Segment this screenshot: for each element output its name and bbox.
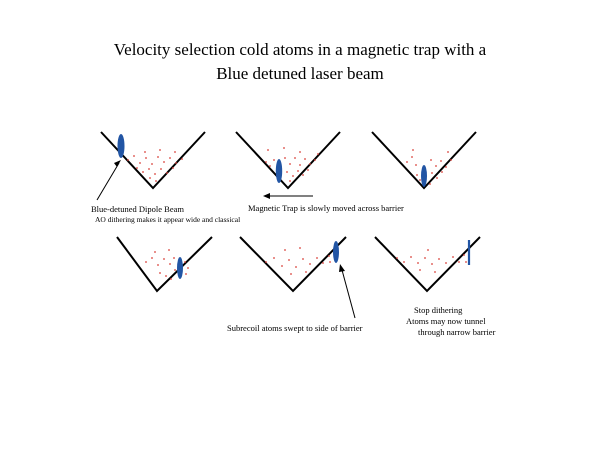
trap-potential [371, 131, 477, 190]
page-title: Velocity selection cold atoms in a magne… [0, 38, 600, 86]
panel-2 [235, 131, 341, 199]
atom-cloud [145, 249, 189, 280]
tunnel-label-line-2: through narrow barrier [418, 327, 496, 337]
subrecoil-arrowhead [339, 264, 345, 272]
atom-cloud [265, 247, 331, 275]
panel-4 [116, 236, 213, 293]
trap-potential [239, 236, 347, 293]
panel-5 [239, 236, 356, 319]
dipole-beam [117, 134, 125, 158]
trap-potential [100, 131, 206, 190]
subrecoil-arrow [341, 269, 356, 319]
stop-dithering-label: Stop dithering [414, 305, 463, 315]
atom-cloud [265, 147, 319, 182]
trap-motion-arrowhead [263, 193, 270, 199]
beam-arrowhead [114, 160, 121, 167]
atom-cloud [396, 249, 467, 273]
title-line-2: Blue detuned laser beam [216, 64, 384, 83]
title-line-1: Velocity selection cold atoms in a magne… [113, 40, 487, 59]
panel-6 [374, 236, 481, 293]
dipole-beam [275, 159, 283, 183]
dipole-beam [333, 241, 339, 263]
panel-3 [371, 131, 477, 190]
atom-cloud [406, 149, 452, 185]
trap-moved-label: Magnetic Trap is slowly moved across bar… [248, 203, 404, 213]
beam-label: Blue-detuned Dipole Beam [91, 204, 185, 214]
dithering-note: AO dithering makes it appear wide and cl… [95, 215, 241, 224]
trap-potential [116, 236, 213, 293]
panel-1 [96, 131, 206, 201]
atom-cloud [127, 149, 183, 182]
subrecoil-label: Subrecoil atoms swept to side of barrier [227, 323, 363, 333]
beam-arrow [96, 162, 120, 201]
dipole-beam [421, 165, 427, 187]
trap-potential [235, 131, 341, 190]
dipole-beam [177, 257, 183, 279]
tunnel-label-line-1: Atoms may now tunnel [406, 316, 486, 326]
trap-potential [374, 236, 481, 293]
